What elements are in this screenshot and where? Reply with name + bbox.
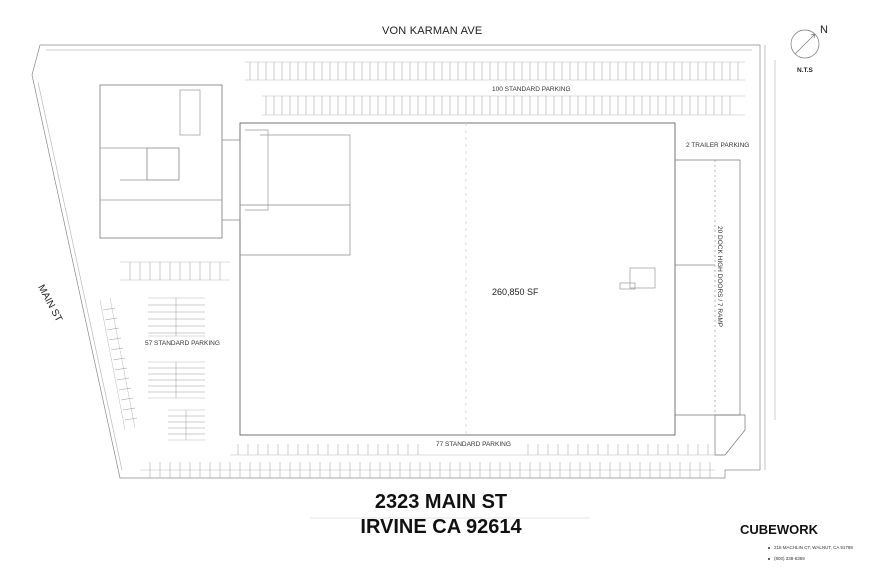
north-arrow-icon	[790, 29, 820, 59]
parking-label-trailer: 2 TRAILER PARKING	[686, 142, 750, 149]
address-line-1: 2323 MAIN ST	[374, 491, 508, 513]
scale-label: N.T.S	[797, 67, 813, 74]
parking-label-south: 77 STANDARD PARKING	[436, 441, 511, 448]
west-parking-stalls	[99, 261, 230, 441]
address-line-2: IRVINE CA 92614	[360, 516, 522, 538]
parking-label-west: 57 STANDARD PARKING	[145, 340, 220, 347]
north-label: N	[820, 24, 828, 36]
north-parking-stalls	[245, 61, 745, 116]
contact-phone: (800) 338-6369	[774, 556, 805, 561]
bullet-icon	[768, 558, 770, 560]
parking-label-north: 100 STANDARD PARKING	[492, 86, 571, 93]
south-parking-stalls	[140, 444, 715, 478]
office-building	[99, 84, 223, 239]
warehouse-building	[239, 122, 676, 436]
brand-name: CUBEWORK	[740, 522, 818, 537]
contact-address: 218 MACHLIN CT, WALNUT, CA 91789	[774, 545, 853, 550]
bullet-icon	[768, 547, 770, 549]
site-boundary	[31, 44, 761, 479]
building-area-label: 260,850 SF	[492, 287, 539, 297]
dock-doors-label: 20 DOCK HIGH DOORS / 7 RAMP	[716, 226, 723, 328]
street-label-von-karman: VON KARMAN AVE	[382, 25, 483, 37]
